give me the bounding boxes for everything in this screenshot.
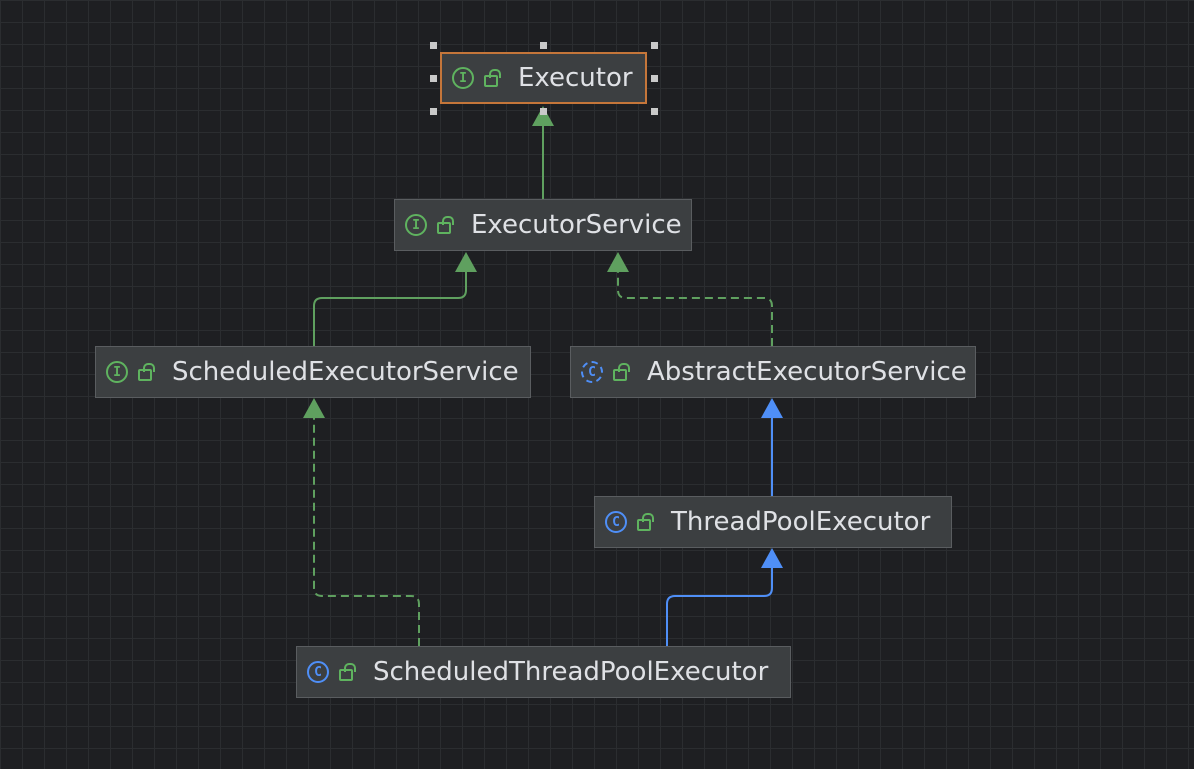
abstract-class-icon: C [581, 361, 603, 383]
arrowhead [532, 106, 554, 126]
arrowhead [303, 398, 325, 418]
node-label: ScheduledThreadPoolExecutor [373, 657, 769, 687]
edge-implements[interactable] [313, 403, 420, 646]
public-lock-icon [637, 513, 654, 531]
selection-handle[interactable] [651, 42, 658, 49]
public-lock-icon [339, 663, 356, 681]
node-scheduled-thread-pool-executor[interactable]: C ScheduledThreadPoolExecutor [296, 646, 791, 698]
node-label: ExecutorService [471, 210, 682, 240]
arrowhead [455, 252, 477, 272]
interface-icon: I [106, 361, 128, 383]
node-label: AbstractExecutorService [647, 357, 967, 387]
selection-handle[interactable] [430, 42, 437, 49]
edge-extends-class[interactable] [666, 553, 773, 646]
edge-extends-interface[interactable] [313, 256, 467, 346]
arrowhead [761, 548, 783, 568]
node-executor[interactable]: I Executor [440, 52, 647, 104]
selection-handle[interactable] [540, 108, 547, 115]
interface-icon: I [452, 67, 474, 89]
interface-icon: I [405, 214, 427, 236]
public-lock-icon [613, 363, 630, 381]
node-label: ScheduledExecutorService [172, 357, 519, 387]
node-executor-service[interactable]: I ExecutorService [394, 199, 692, 251]
arrowhead [761, 398, 783, 418]
selection-handle[interactable] [540, 42, 547, 49]
public-lock-icon [138, 363, 155, 381]
selection-handle[interactable] [430, 108, 437, 115]
edge-implements[interactable] [617, 256, 773, 346]
arrowhead [607, 252, 629, 272]
class-icon: C [605, 511, 627, 533]
public-lock-icon [484, 69, 501, 87]
selection-handle[interactable] [651, 75, 658, 82]
node-label: ThreadPoolExecutor [671, 507, 931, 537]
public-lock-icon [437, 216, 454, 234]
node-thread-pool-executor[interactable]: C ThreadPoolExecutor [594, 496, 952, 548]
selection-handle[interactable] [430, 75, 437, 82]
node-scheduled-executor-service[interactable]: I ScheduledExecutorService [95, 346, 531, 398]
class-icon: C [307, 661, 329, 683]
node-abstract-executor-service[interactable]: C AbstractExecutorService [570, 346, 976, 398]
node-label: Executor [518, 63, 633, 93]
selection-handle[interactable] [651, 108, 658, 115]
